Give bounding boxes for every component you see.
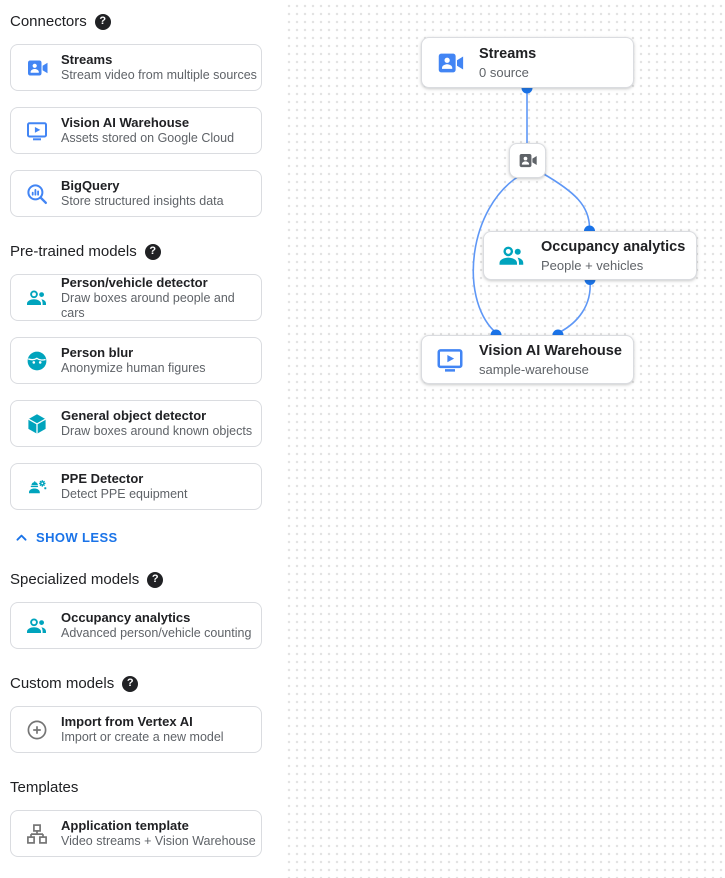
node-subtitle: sample-warehouse: [479, 361, 589, 377]
edge-layer: [472, 82, 596, 341]
face-icon: [25, 349, 49, 373]
section-title: Connectors: [10, 13, 87, 30]
warehouse-icon: [25, 119, 49, 143]
card-title: Occupancy analytics: [61, 610, 191, 625]
people-icon: [25, 286, 49, 310]
edge-camera-warehouse: [472, 175, 520, 332]
node-vision-ai-warehouse[interactable]: Vision AI Warehouse sample-warehouse: [421, 335, 634, 384]
node-text: Vision AI Warehouse sample-warehouse: [479, 342, 622, 378]
pipeline-canvas[interactable]: Streams 0 source Occupancy analytics Peo…: [283, 0, 725, 878]
help-icon[interactable]: ?: [122, 675, 139, 692]
node-subtitle: 0 source: [479, 64, 529, 80]
streams-icon: [25, 56, 49, 80]
card-subtitle: Assets stored on Google Cloud: [61, 131, 235, 145]
node-streams[interactable]: Streams 0 source: [421, 37, 634, 88]
card-title: Application template: [61, 818, 189, 833]
camera-icon: [517, 150, 538, 171]
streams-icon: [435, 48, 465, 78]
section-title: Templates: [10, 779, 79, 796]
card-subtitle: Detect PPE equipment: [61, 487, 188, 501]
card-title: PPE Detector: [61, 471, 144, 486]
node-title: Occupancy analytics: [541, 238, 686, 255]
section-header: Templates: [10, 779, 283, 796]
node-text: Streams 0 source: [479, 45, 536, 81]
card-subtitle: Draw boxes around known objects: [61, 424, 253, 438]
card-title: Streams: [61, 52, 113, 67]
cube-icon: [25, 412, 49, 436]
people-icon: [25, 614, 49, 638]
show-less-label: SHOW LESS: [36, 530, 118, 545]
section-header: Connectors?: [10, 13, 283, 30]
card-title: Person blur: [61, 345, 134, 360]
node-subtitle: People + vehicles: [541, 257, 644, 273]
section-title: Specialized models: [10, 571, 140, 588]
help-icon[interactable]: ?: [147, 571, 164, 588]
card-subtitle: Import or create a new model: [61, 730, 224, 744]
node-title: Vision AI Warehouse: [479, 342, 622, 359]
section-title: Custom models: [10, 675, 115, 692]
tree-icon: [25, 822, 49, 846]
chevron-up-icon: [14, 530, 29, 545]
node-camera[interactable]: [509, 143, 546, 178]
node-occupancy-analytics[interactable]: Occupancy analytics People + vehicles: [483, 231, 697, 280]
warehouse-icon: [435, 345, 465, 375]
section-header: Specialized models?: [10, 571, 283, 588]
card-subtitle: Advanced person/vehicle counting: [61, 626, 252, 640]
card-title: General object detector: [61, 408, 207, 423]
edge-occupancy-warehouse: [559, 280, 591, 333]
section-header: Custom models?: [10, 675, 283, 692]
section-header: Pre-trained models?: [10, 243, 283, 260]
bigquery-icon: [25, 182, 49, 206]
help-icon[interactable]: ?: [144, 243, 161, 260]
ppe-icon: [25, 475, 49, 499]
card-subtitle: Anonymize human figures: [61, 361, 206, 375]
card-title: Vision AI Warehouse: [61, 115, 190, 130]
card-title: Person/vehicle detector: [61, 274, 208, 290]
sidebar-section: Pre-trained models? Person/vehicle detect…: [10, 243, 283, 545]
card-subtitle: Video streams + Vision Warehouse: [61, 834, 256, 848]
section-title: Pre-trained models: [10, 243, 137, 260]
help-icon[interactable]: ?: [94, 13, 111, 30]
card-subtitle: Store structured insights data: [61, 194, 224, 208]
node-text: Occupancy analytics People + vehicles: [541, 238, 685, 274]
card-title: Import from Vertex AI: [61, 714, 193, 729]
card-title: BigQuery: [61, 178, 120, 193]
card-subtitle: Draw boxes around people and cars: [61, 290, 235, 320]
show-less-button[interactable]: SHOW LESS: [14, 530, 283, 545]
card-subtitle: Stream video from multiple sources: [61, 68, 257, 82]
edge-camera-occupancy: [541, 172, 591, 229]
people-icon: [497, 241, 527, 271]
plus-circle-icon: [25, 718, 49, 742]
node-title: Streams: [479, 45, 537, 62]
